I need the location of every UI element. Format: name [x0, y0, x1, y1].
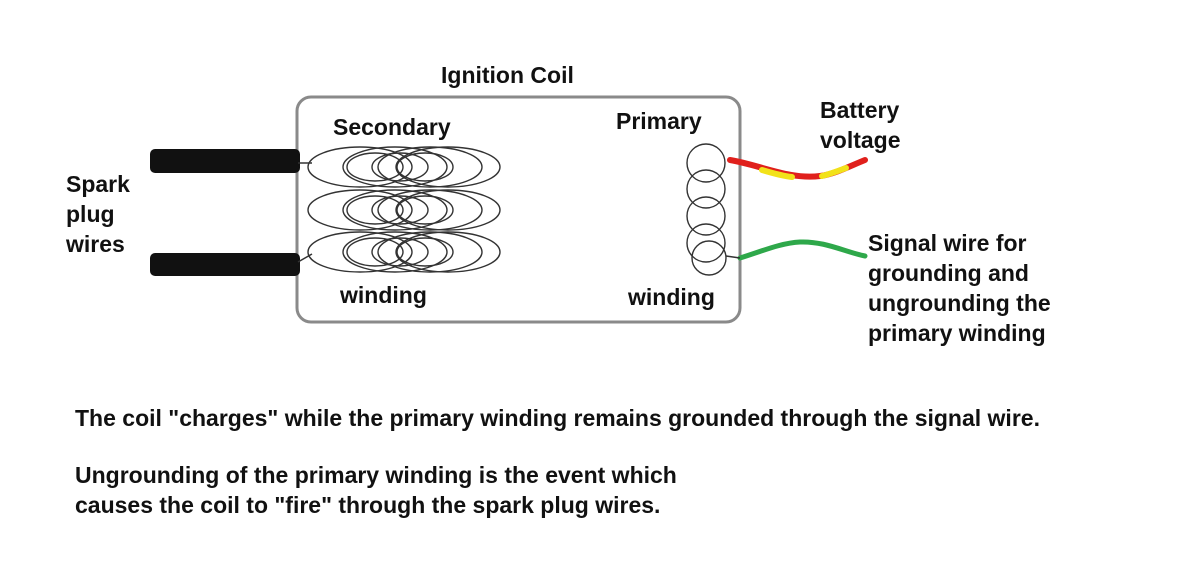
signal-wire-line: primary winding — [868, 320, 1046, 346]
primary-winding-coils — [686, 143, 727, 276]
note-firing-line-2: causes the coil to "fire" through the sp… — [75, 492, 661, 518]
spark-plug-wires-line: wires — [66, 231, 125, 257]
coil-housing — [295, 95, 742, 324]
spark-plug-wires-line: Spark — [66, 171, 130, 197]
signal-wire-line: ungrounding the — [868, 290, 1051, 316]
signal-wire — [737, 239, 868, 261]
primary-label: Primary — [616, 108, 702, 134]
signal-wire-line: grounding and — [868, 260, 1029, 286]
battery-voltage-wire — [727, 157, 868, 180]
battery-voltage-line: voltage — [820, 127, 901, 153]
signal-wire-line: Signal wire for — [868, 230, 1027, 256]
spark-plug-wire-lower — [150, 253, 300, 276]
spark-plug-wire-upper — [150, 149, 300, 173]
spark-plug-wires-line: plug — [66, 201, 115, 227]
primary-winding-label: winding — [628, 284, 715, 310]
diagram-title: Ignition Coil — [441, 62, 574, 88]
secondary-label: Secondary — [333, 114, 451, 140]
note-charging: The coil "charges" while the primary win… — [75, 405, 1040, 431]
secondary-winding-label: winding — [340, 282, 427, 308]
battery-voltage-line: Battery — [820, 97, 900, 123]
secondary-winding-coils — [307, 146, 501, 273]
note-firing-line-1: Ungrounding of the primary winding is th… — [75, 462, 677, 488]
